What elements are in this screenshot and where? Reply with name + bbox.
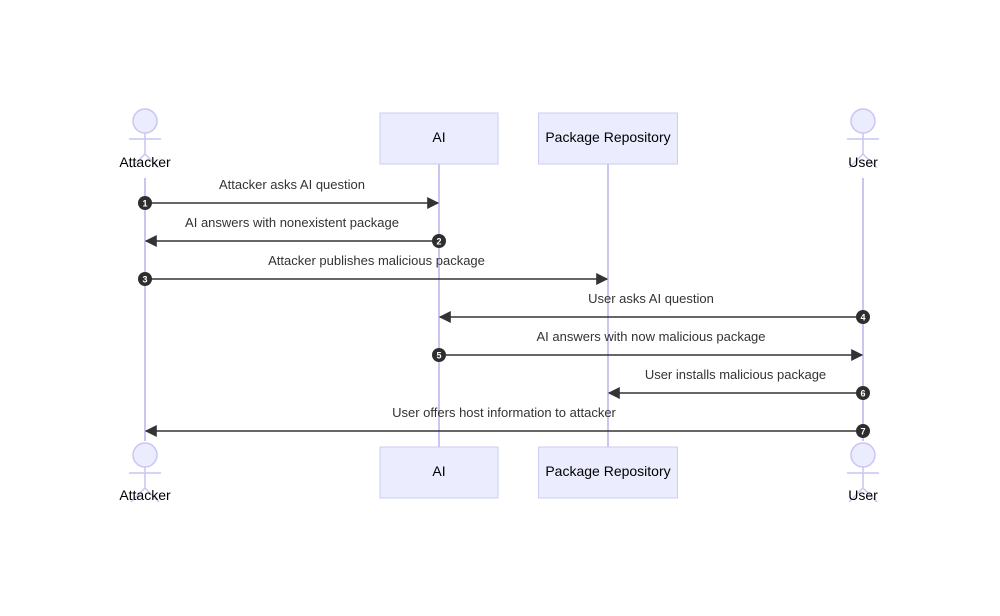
person-icon <box>129 108 161 169</box>
message-label: User offers host information to attacker <box>392 405 616 420</box>
sequence-number: 3 <box>142 275 147 285</box>
participant-label: Package Repository <box>545 463 670 479</box>
attacker-actor-top: Attacker <box>119 108 171 170</box>
sequence-number-badge: 4 <box>856 310 870 324</box>
message-label: Attacker publishes malicious package <box>268 253 485 268</box>
participant-label: User <box>848 154 878 170</box>
sequence-number: 2 <box>436 237 441 247</box>
package-repository-box-top: Package Repository <box>538 112 678 165</box>
participant-label: Attacker <box>119 487 171 503</box>
message-label: User installs malicious package <box>645 367 826 382</box>
sequence-number: 5 <box>436 351 441 361</box>
user-actor-bottom: User <box>847 442 879 503</box>
message-1: Attacker asks AI question 1 <box>138 177 440 210</box>
sequence-number-badge: 6 <box>856 386 870 400</box>
message-label: AI answers with now malicious package <box>536 329 765 344</box>
person-icon <box>129 442 161 503</box>
participant-box <box>379 446 499 499</box>
user-actor-top: User <box>847 108 879 170</box>
message-label: Attacker asks AI question <box>219 177 365 192</box>
message-label: AI answers with nonexistent package <box>185 215 399 230</box>
sequence-number-badge: 7 <box>856 424 870 438</box>
message-4: User asks AI question 4 <box>438 291 870 324</box>
participant-label: User <box>848 487 878 503</box>
person-icon <box>847 442 879 503</box>
participant-label: AI <box>432 463 445 479</box>
message-label: User asks AI question <box>588 291 714 306</box>
participant-box <box>538 112 678 165</box>
message-5: AI answers with now malicious package 5 <box>432 329 864 362</box>
message-3: Attacker publishes malicious package 3 <box>138 253 609 286</box>
attacker-actor-bottom: Attacker <box>119 442 171 503</box>
sequence-number-badge: 5 <box>432 348 446 362</box>
sequence-number-badge: 2 <box>432 234 446 248</box>
participant-label: AI <box>432 129 445 145</box>
sequence-number: 6 <box>860 389 865 399</box>
sequence-number: 4 <box>860 313 865 323</box>
package-repository-box-bottom: Package Repository <box>538 446 678 499</box>
message-6: User installs malicious package 6 <box>607 367 870 400</box>
participant-box <box>538 446 678 499</box>
participant-box <box>379 112 499 165</box>
ai-box-top: AI <box>379 112 499 165</box>
participant-label: Package Repository <box>545 129 670 145</box>
sequence-number: 7 <box>860 427 865 437</box>
sequence-number: 1 <box>142 199 147 209</box>
message-2: AI answers with nonexistent package 2 <box>144 215 446 248</box>
sequence-number-badge: 1 <box>138 196 152 210</box>
message-7: User offers host information to attacker… <box>144 405 870 438</box>
sequence-number-badge: 3 <box>138 272 152 286</box>
ai-box-bottom: AI <box>379 446 499 499</box>
participant-label: Attacker <box>119 154 171 170</box>
person-icon <box>847 108 879 169</box>
